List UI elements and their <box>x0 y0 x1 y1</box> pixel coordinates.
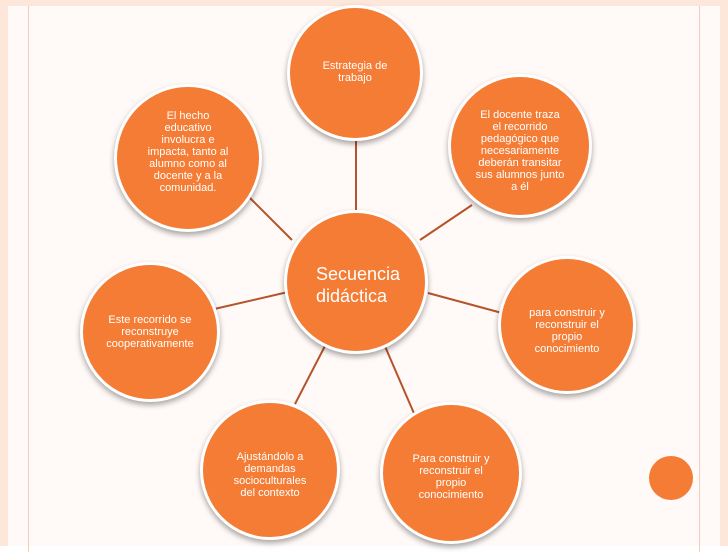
node-top-left-label: El hecho educativo involucra e impacta, … <box>147 110 229 194</box>
connector-left <box>209 291 289 311</box>
connector-bottom-right <box>383 343 417 419</box>
decorative-circle <box>649 456 693 500</box>
connector-right <box>427 292 503 314</box>
node-right-label: para construir y reconstruir el propio c… <box>529 307 605 355</box>
node-top-left: El hecho educativo involucra e impacta, … <box>114 84 262 232</box>
frame-line-left <box>28 6 29 552</box>
node-bottom-left: Ajustándolo a demandas socioculturales d… <box>200 400 340 540</box>
node-right: para construir y reconstruir el propio c… <box>498 256 636 394</box>
connector-top-right <box>419 204 473 241</box>
node-top: Estrategia de trabajo <box>287 5 423 141</box>
center-node-label: Secuencia didáctica <box>315 264 401 306</box>
node-top-label: Estrategia de trabajo <box>322 60 388 84</box>
node-bottom-left-label: Ajustándolo a demandas socioculturales d… <box>233 451 307 499</box>
node-top-right: El docente traza el recorrido pedagógico… <box>448 74 592 218</box>
node-left: Este recorrido se reconstruye cooperativ… <box>80 262 220 402</box>
node-bottom-right-label: Para construir y reconstruir el propio c… <box>412 453 490 501</box>
connector-top-left <box>247 195 293 241</box>
node-top-right-label: El docente traza el recorrido pedagógico… <box>475 109 565 193</box>
node-bottom-right: Para construir y reconstruir el propio c… <box>380 402 522 544</box>
frame-line-right <box>699 6 700 552</box>
node-left-label: Este recorrido se reconstruye cooperativ… <box>106 314 194 350</box>
center-node: Secuencia didáctica <box>284 210 428 354</box>
connector-bottom-left <box>294 343 327 405</box>
